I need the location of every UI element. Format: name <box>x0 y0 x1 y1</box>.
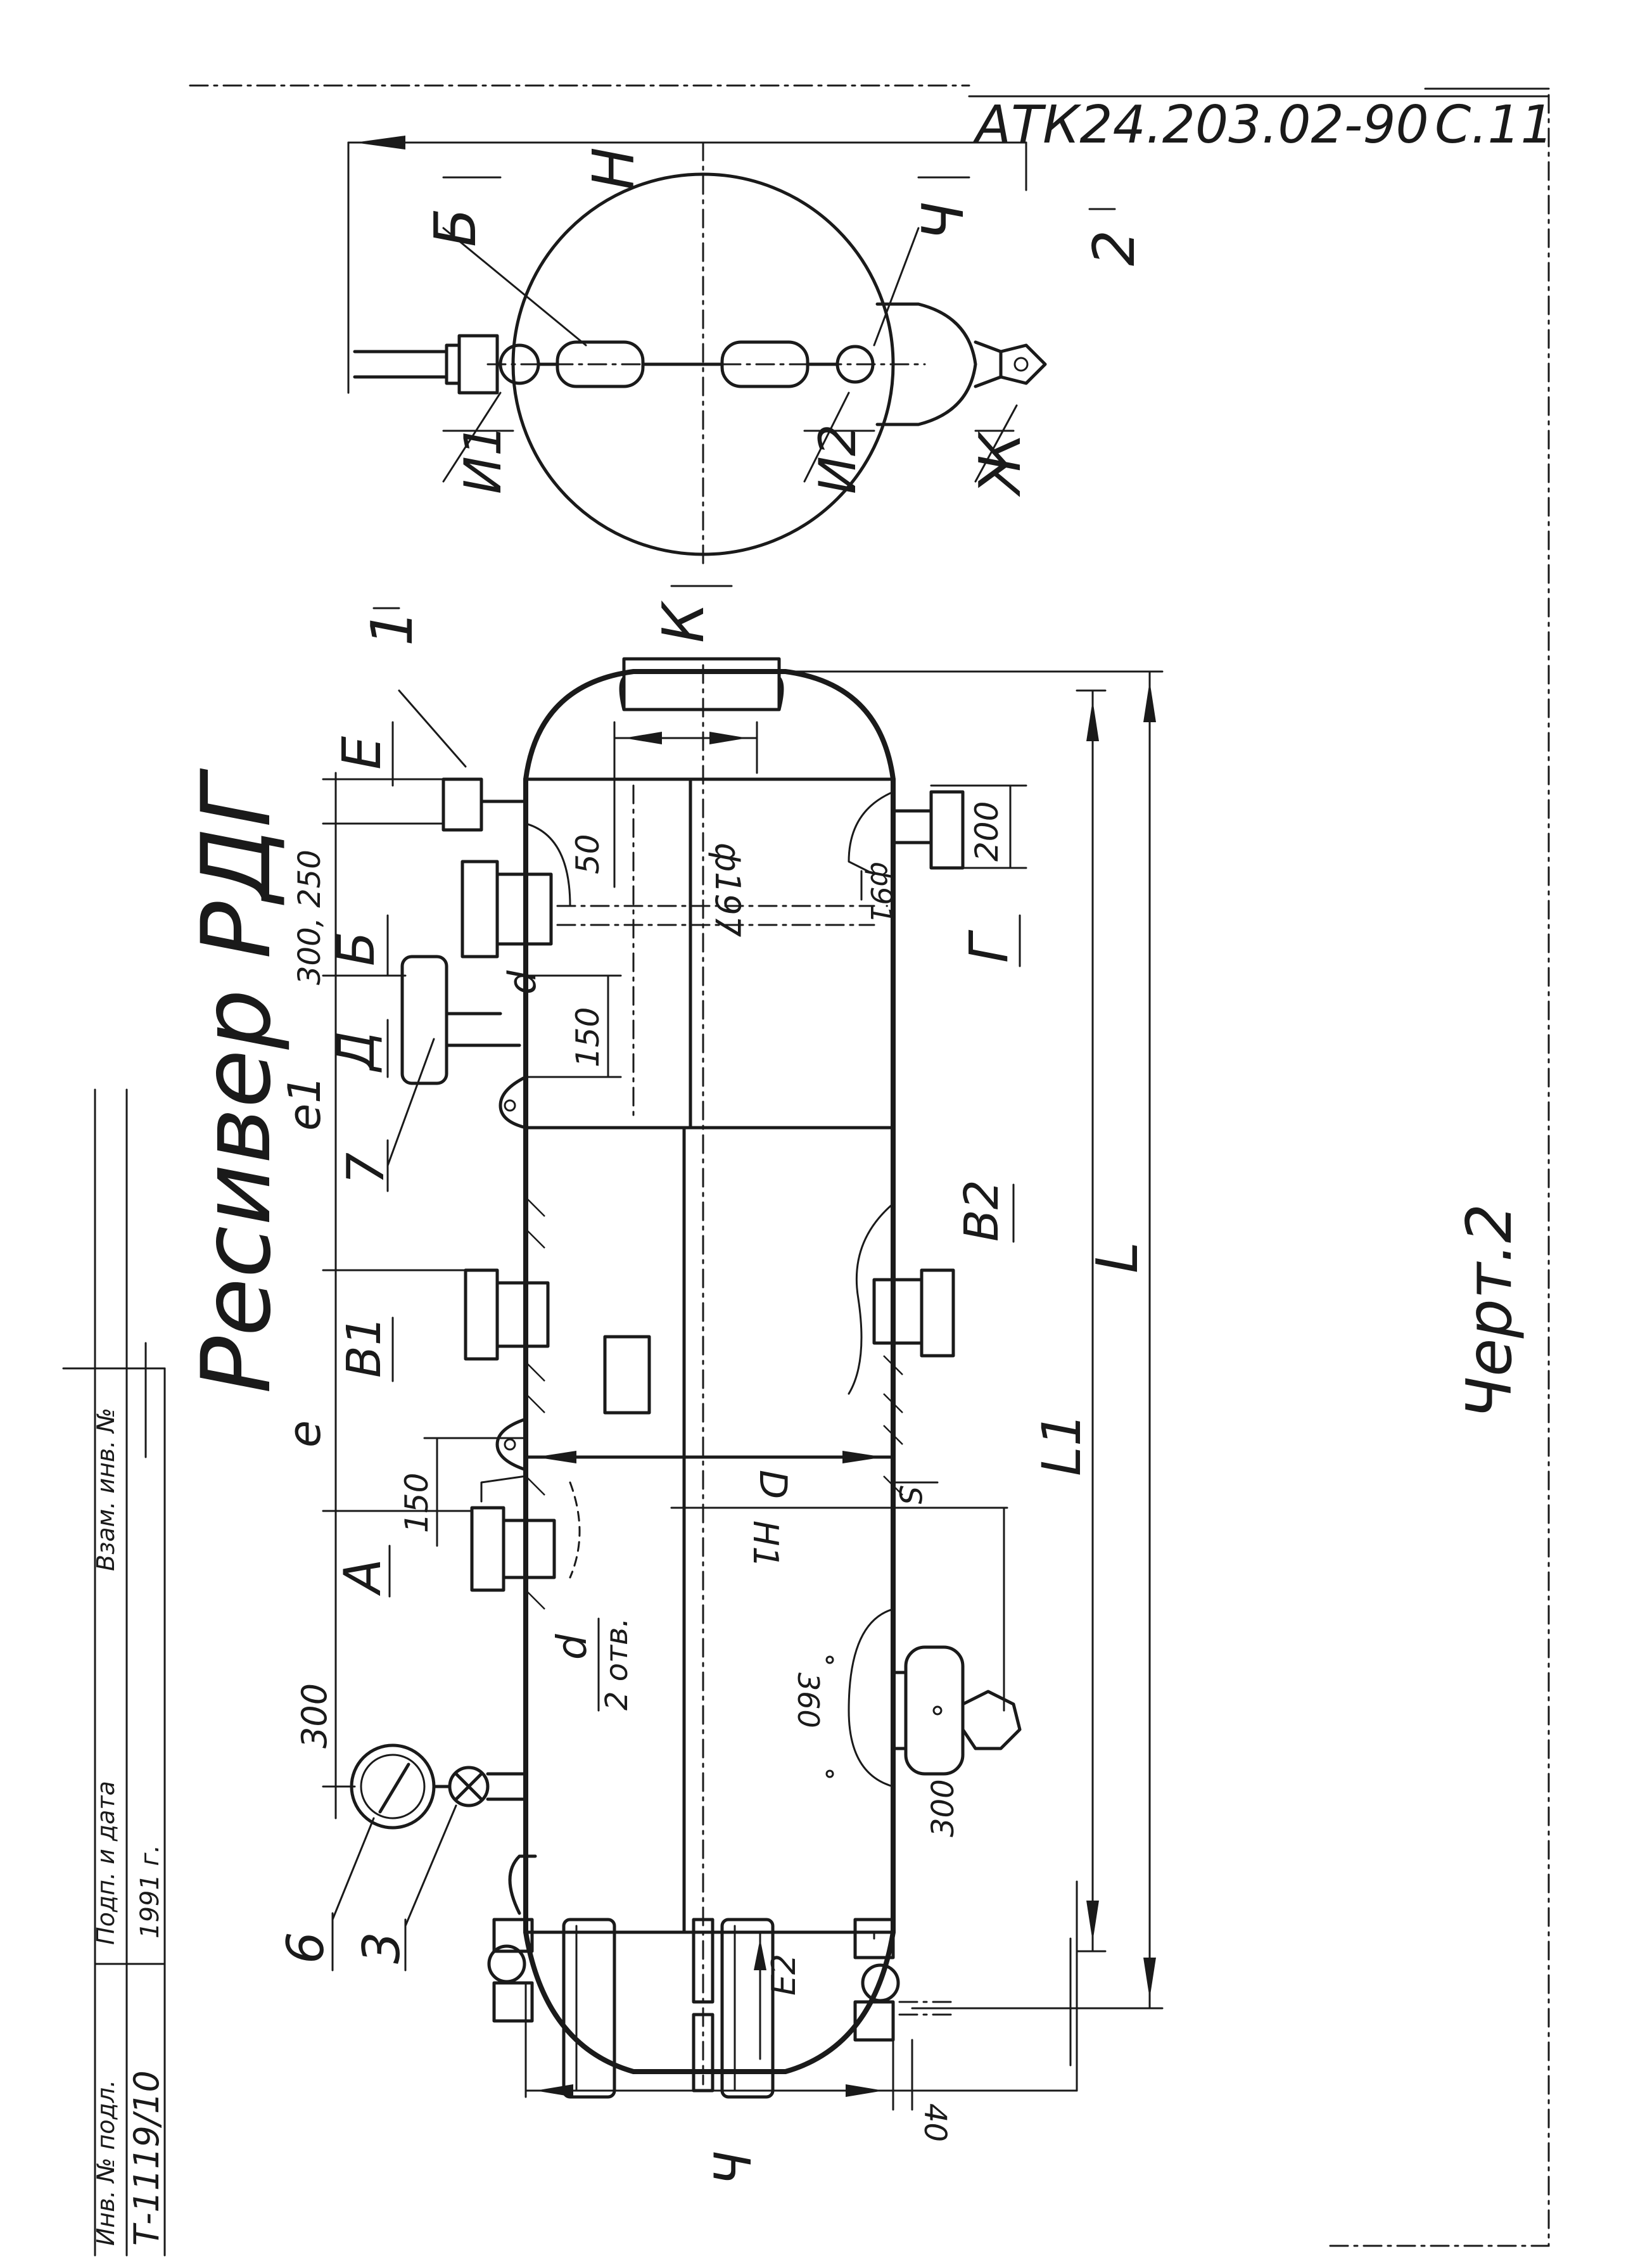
page-number: С.11 <box>1435 95 1554 155</box>
callouts: К 1 Е Б Д 7 Г В1 В2 А 6 3 <box>276 585 1021 1972</box>
drain-nut <box>961 1690 1022 1750</box>
nozzle-B-flange <box>460 860 499 959</box>
label-I1: И1 <box>454 424 512 494</box>
label-D: Д <box>327 1031 386 1073</box>
dim-300-250: 300, 250 <box>292 850 327 985</box>
label-H: Н <box>581 147 647 190</box>
label-G: Г <box>958 929 1020 963</box>
level-gauge-upper <box>562 1918 616 2099</box>
nozzle-V1-body <box>495 1281 550 1348</box>
main-view <box>350 657 1022 2099</box>
figure-caption: Черт.2 <box>1454 1204 1526 1419</box>
dim-d91: ф91 <box>864 862 898 924</box>
nozzle-A-body <box>502 1519 556 1579</box>
dim-L1: L1 <box>1031 1413 1093 1476</box>
level-gauge-lower <box>720 1918 775 2099</box>
label-3: 3 <box>352 1932 411 1964</box>
head-right <box>523 669 896 782</box>
label-I2: И2 <box>808 424 867 494</box>
label-K: К <box>651 600 717 643</box>
head-left <box>523 1930 896 2074</box>
stamp-inv-value: Т-1119/10 <box>127 2070 167 2246</box>
dim-360: 360 <box>791 1672 825 1728</box>
nozzle-A-flange <box>470 1506 505 1592</box>
dim-300-sump: 300 <box>925 1779 961 1837</box>
label-ZH: Ж <box>967 430 1034 497</box>
stamp-signature-value: 1991 г. <box>136 1845 165 1939</box>
label-E: Е <box>331 736 393 770</box>
dim-S: S <box>892 1486 927 1505</box>
label-6: 6 <box>276 1932 335 1964</box>
dim-200: 200 <box>969 801 1005 862</box>
lifting-lug-right <box>499 1075 528 1130</box>
valve-3 <box>448 1766 490 1807</box>
dimensions <box>322 670 1164 2111</box>
label-V2: В2 <box>955 1180 1009 1242</box>
label-B-main: Б <box>327 931 386 966</box>
label-7: 7 <box>336 1152 395 1185</box>
label-V1: В1 <box>337 1316 391 1378</box>
safety-valve-7 <box>400 955 448 1085</box>
dim-d197: ф197 <box>708 843 747 937</box>
dim-150-lower: 150 <box>398 1473 435 1533</box>
nozzle-V2-flange <box>920 1268 955 1358</box>
stamp-inv-label: Инв. № подл. <box>92 2080 120 2246</box>
stamp-signature-label: Подп. и дата <box>92 1781 120 1945</box>
nameplate <box>603 1335 651 1415</box>
dim-L: L <box>1084 1242 1151 1273</box>
end-view: Н Б Ч 2 И1 И2 Ж <box>347 136 1148 565</box>
dim-E2: E2 <box>765 1954 803 1996</box>
manhole-K <box>622 657 781 711</box>
dim-50: 50 <box>569 834 606 874</box>
dim-d: d <box>500 970 545 995</box>
dim-150-upper: 150 <box>569 1007 606 1067</box>
drawing-title: Ресивер РДГ <box>182 768 292 1394</box>
dim-40: 40 <box>917 2103 953 2142</box>
label-B: Б <box>422 208 489 247</box>
nozzle-V2-body <box>872 1278 924 1345</box>
label-view-2: 2 <box>1081 230 1148 266</box>
dim-CH: Ч <box>704 2151 763 2186</box>
dim-300-top: 300 <box>295 1683 334 1749</box>
label-view-1: 1 <box>359 610 426 646</box>
dim-e1: e1 <box>279 1075 331 1131</box>
dim-e: e <box>279 1420 331 1448</box>
nozzle-G <box>929 790 965 870</box>
dim-H1: H1 <box>746 1520 785 1568</box>
stamp-replace-label: Взам. инв. № <box>92 1408 120 1571</box>
dim-D: D <box>751 1470 795 1499</box>
nozzle-V1-flange <box>464 1268 499 1361</box>
sheet-frame <box>189 84 1550 2247</box>
pressure-gauge-6 <box>350 1743 436 1830</box>
label-CH: Ч <box>910 201 977 241</box>
lifting-lug-left <box>495 1417 528 1472</box>
nozzle-B-body <box>495 872 553 946</box>
dim-d-2holes-note: 2 отв. <box>599 1617 635 1711</box>
document-code: АТК24.203.02-90 <box>972 95 1429 155</box>
nozzle-E <box>441 777 483 832</box>
label-A: А <box>333 1558 392 1596</box>
stamp-block: Инв. № подл. Т-1119/10 Подп. и дата 1991… <box>62 1088 167 2257</box>
dim-d-2holes: d <box>549 1634 596 1660</box>
